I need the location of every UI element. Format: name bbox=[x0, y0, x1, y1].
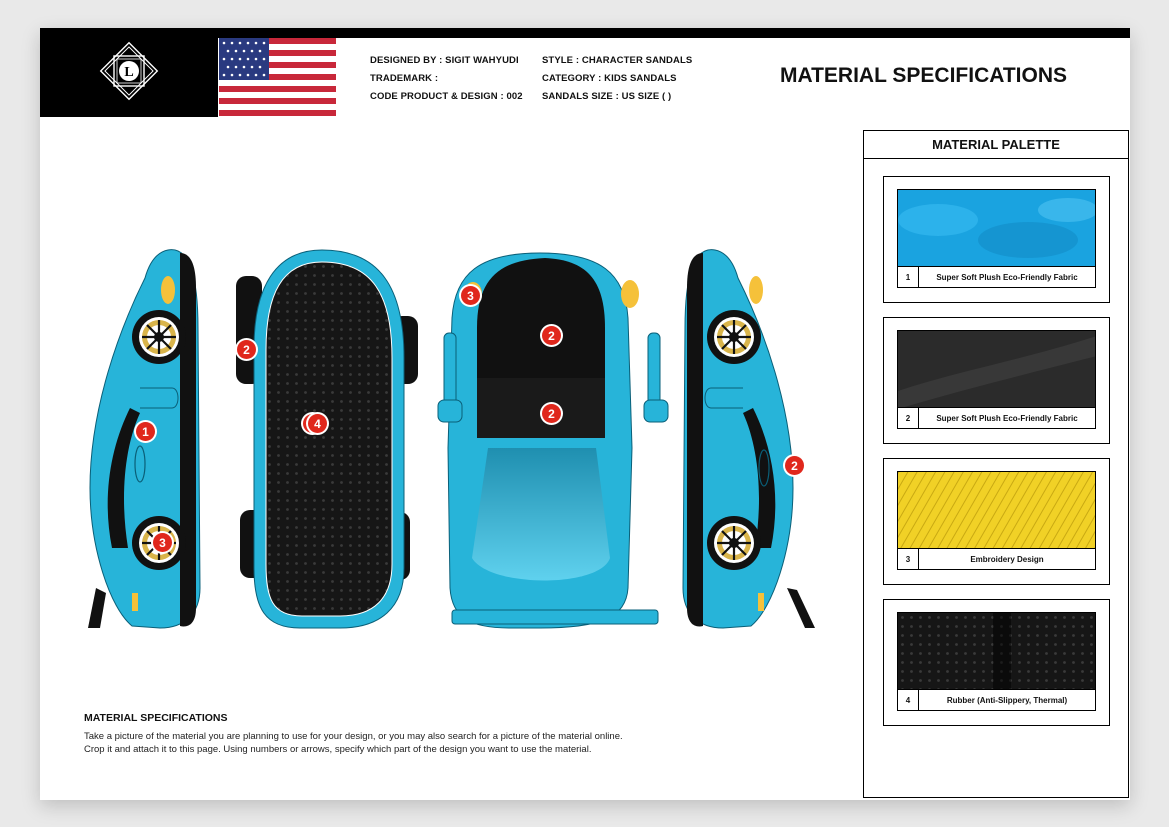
swatch-card-3: 3 Embroidery Design bbox=[883, 458, 1110, 585]
category: CATEGORY : KIDS SANDALS bbox=[542, 73, 677, 84]
svg-text:L: L bbox=[124, 65, 133, 80]
side-view-right bbox=[682, 249, 815, 629]
style: STYLE : CHARACTER SANDALS bbox=[542, 55, 693, 66]
marker-4-sole: 4 bbox=[308, 414, 327, 433]
product-code: CODE PRODUCT & DESIGN : 002 bbox=[370, 91, 523, 102]
us-flag-icon bbox=[219, 38, 336, 116]
top-view bbox=[437, 252, 669, 629]
marker-2-sole-strap: 2 bbox=[237, 340, 256, 359]
notes-title: MATERIAL SPECIFICATIONS bbox=[84, 712, 228, 724]
swatch-card-1: 1 Super Soft Plush Eco-Friendly Fabric bbox=[883, 176, 1110, 303]
page-title: MATERIAL SPECIFICATIONS bbox=[780, 64, 1068, 87]
swatch-label-4: 4 Rubber (Anti-Slippery, Thermal) bbox=[897, 689, 1096, 711]
marker-2-hood: 2 bbox=[542, 326, 561, 345]
designed-by: DESIGNED BY : SIGIT WAHYUDI bbox=[370, 55, 519, 66]
marker-3-wheel: 3 bbox=[153, 533, 172, 552]
product-info: STYLE : CHARACTER SANDALS CATEGORY : KID… bbox=[542, 52, 692, 106]
trademark: TRADEMARK : bbox=[370, 73, 439, 84]
sandal-size: SANDALS SIZE : US SIZE ( ) bbox=[542, 91, 672, 102]
marker-3-headlight: 3 bbox=[461, 286, 480, 305]
marker-1-side-body: 1 bbox=[136, 422, 155, 441]
swatch-label-1: 1 Super Soft Plush Eco-Friendly Fabric bbox=[897, 266, 1096, 288]
marker-2-side-panel: 2 bbox=[785, 456, 804, 475]
sole-view bbox=[236, 249, 418, 629]
notes-body: Take a picture of the material you are p… bbox=[84, 730, 784, 756]
spec-sheet: L DESIGNED BY : SIGIT WAHYUDI TRADEMARK … bbox=[40, 28, 1130, 800]
swatch-label-3: 3 Embroidery Design bbox=[897, 548, 1096, 570]
swatch-image-plush-black bbox=[897, 330, 1096, 408]
swatch-card-2: 2 Super Soft Plush Eco-Friendly Fabric bbox=[883, 317, 1110, 444]
swatch-card-4: 4 Rubber (Anti-Slippery, Thermal) bbox=[883, 599, 1110, 726]
palette-title: MATERIAL PALETTE bbox=[864, 131, 1128, 159]
swatch-label-2: 2 Super Soft Plush Eco-Friendly Fabric bbox=[897, 407, 1096, 429]
brand-logo: L bbox=[40, 28, 218, 117]
swatch-image-rubber bbox=[897, 612, 1096, 690]
swatch-image-embroidery bbox=[897, 471, 1096, 549]
material-palette: MATERIAL PALETTE 1 Super Soft Plush Eco-… bbox=[863, 130, 1129, 798]
marker-2-windshield-band: 2 bbox=[542, 404, 561, 423]
design-info: DESIGNED BY : SIGIT WAHYUDI TRADEMARK : … bbox=[370, 52, 523, 106]
swatch-image-plush-blue bbox=[897, 189, 1096, 267]
notes-line-2: Crop it and attach it to this page. Usin… bbox=[84, 744, 592, 755]
logo-emblem-icon: L bbox=[99, 41, 159, 101]
notes-line-1: Take a picture of the material you are p… bbox=[84, 731, 623, 742]
top-border bbox=[40, 28, 1130, 38]
sandal-drawings bbox=[88, 249, 815, 629]
